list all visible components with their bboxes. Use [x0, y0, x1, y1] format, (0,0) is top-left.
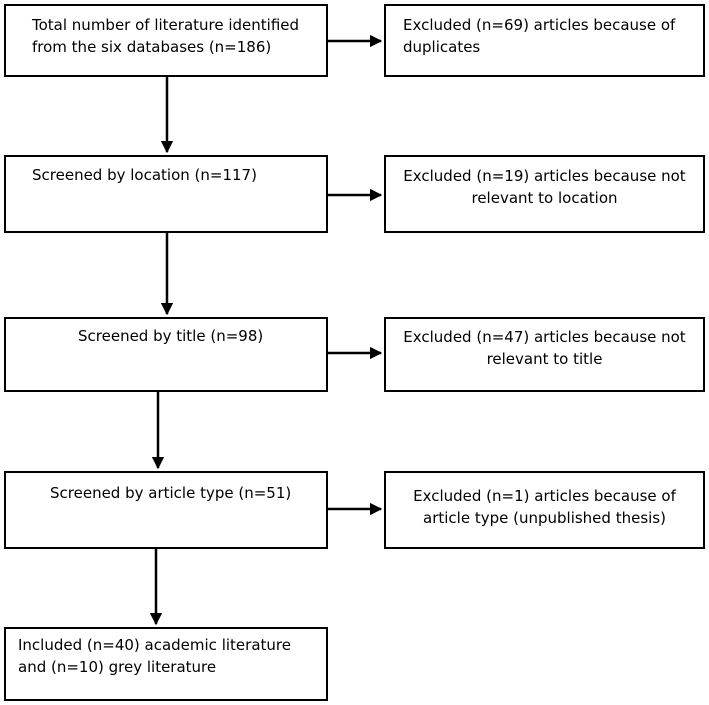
- step-screened-title-text: Screened by title (n=98): [78, 327, 264, 345]
- step-included-text: Included (n=40) academic literature and …: [18, 636, 291, 676]
- step-screened-title: Screened by title (n=98): [4, 317, 328, 392]
- step-screened-location: Screened by location (n=117): [4, 155, 328, 233]
- step-screened-article-type-text: Screened by article type (n=51): [50, 484, 292, 502]
- exclusion-article-type: Excluded (n=1) articles because of artic…: [384, 471, 705, 549]
- step-screened-location-text: Screened by location (n=117): [32, 166, 257, 184]
- step-included: Included (n=40) academic literature and …: [4, 627, 328, 701]
- step-identified-text: Total number of literature identified fr…: [32, 16, 300, 56]
- step-identified: Total number of literature identified fr…: [4, 4, 328, 77]
- exclusion-duplicates: Excluded (n=69) articles because of dupl…: [384, 4, 705, 77]
- step-screened-article-type: Screened by article type (n=51): [4, 471, 328, 549]
- exclusion-location-text: Excluded (n=19) articles because not rel…: [403, 167, 686, 207]
- exclusion-article-type-text: Excluded (n=1) articles because of artic…: [413, 487, 676, 527]
- exclusion-title: Excluded (n=47) articles because not rel…: [384, 317, 705, 392]
- exclusion-duplicates-text: Excluded (n=69) articles because of dupl…: [403, 16, 676, 56]
- exclusion-location: Excluded (n=19) articles because not rel…: [384, 155, 705, 233]
- exclusion-title-text: Excluded (n=47) articles because not rel…: [403, 328, 686, 368]
